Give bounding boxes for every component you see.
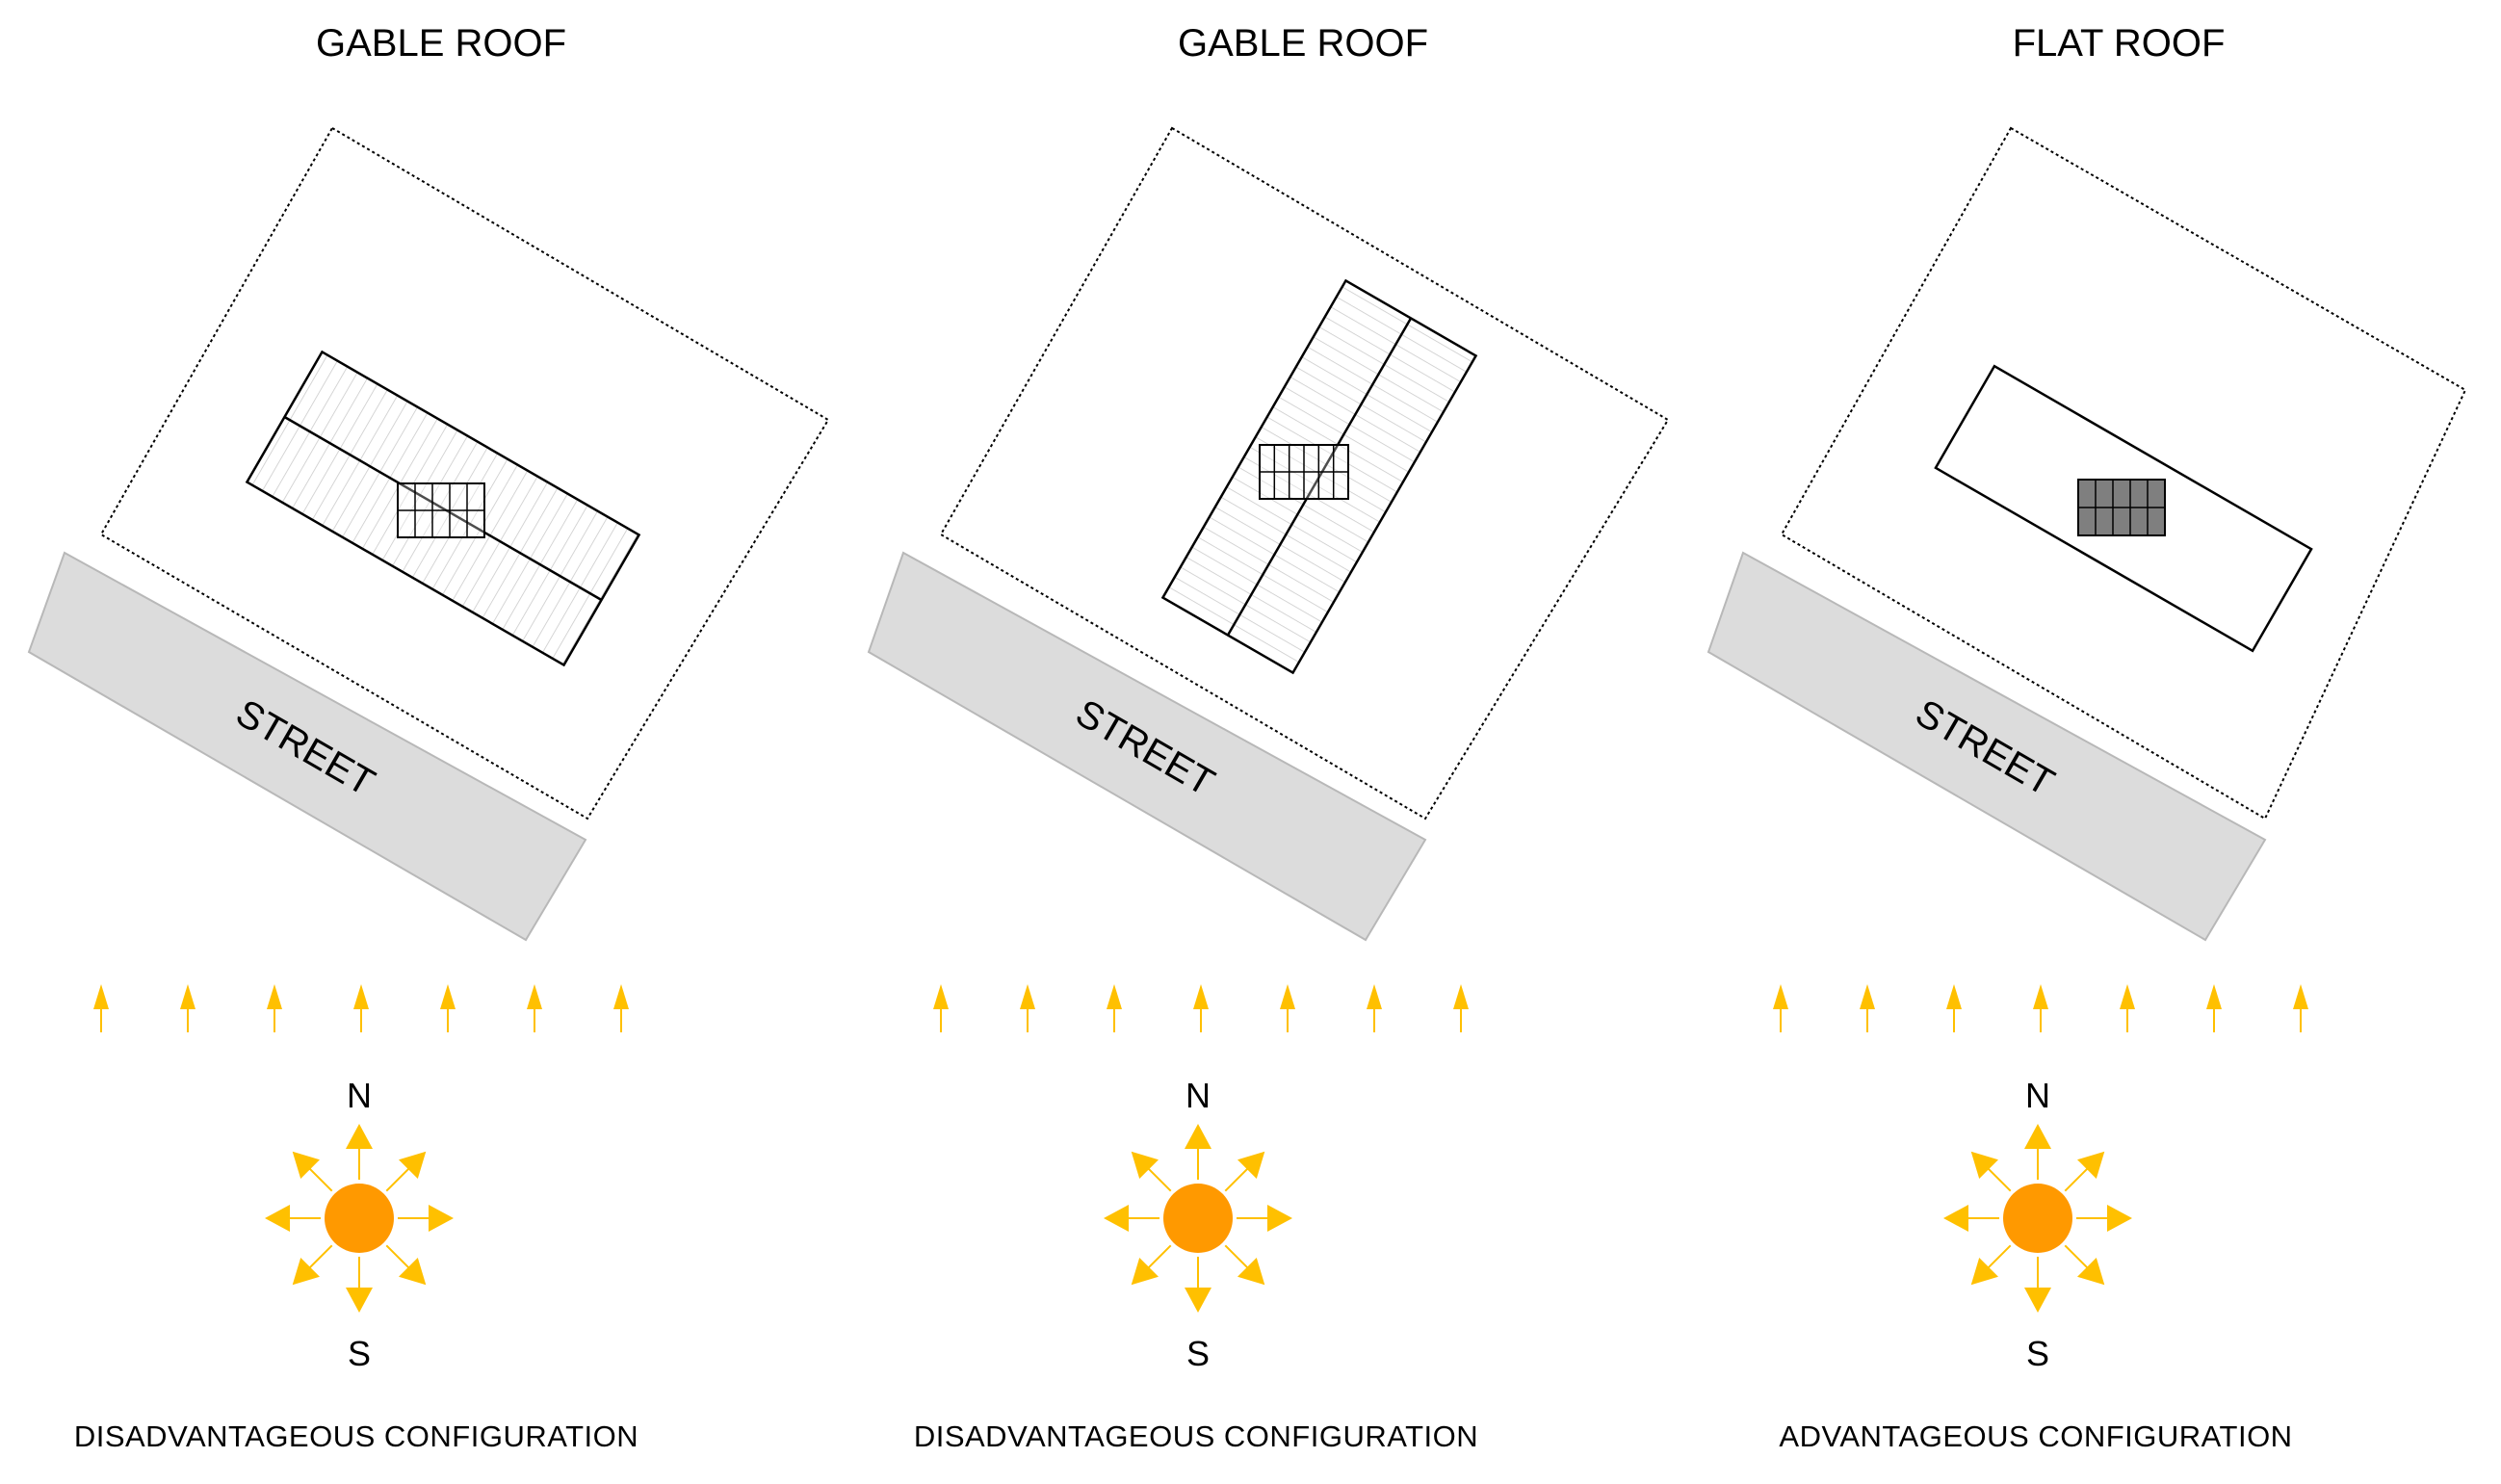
building bbox=[245, 350, 641, 667]
sunlight-arrow-icon bbox=[2206, 984, 2222, 1032]
sunlight-arrow-icon bbox=[1773, 984, 1788, 1032]
sun-ray-arrowhead bbox=[1970, 1258, 1998, 1286]
sun-ray-arrowhead bbox=[2024, 1288, 2051, 1313]
building bbox=[1934, 364, 2313, 653]
lot-boundary bbox=[99, 126, 830, 820]
roof-slope-west bbox=[1162, 280, 1412, 636]
sunlight-arrows bbox=[933, 984, 1469, 1032]
street bbox=[1706, 551, 2267, 942]
sunlight-arrow-icon bbox=[1280, 984, 1295, 1032]
building bbox=[1160, 278, 1478, 675]
sun-ray-arrowhead bbox=[292, 1258, 320, 1286]
sunlight-arrow-icon bbox=[267, 984, 282, 1032]
roof-slope-east bbox=[1228, 318, 1476, 673]
building-outline bbox=[1934, 364, 2313, 653]
south-label: S bbox=[1186, 1334, 1210, 1373]
configuration-caption: DISADVANTAGEOUS CONFIGURATION bbox=[914, 1419, 1478, 1453]
sunlight-arrow-icon bbox=[93, 984, 109, 1032]
sunlight-arrow-icon bbox=[180, 984, 195, 1032]
solar-panel-array bbox=[1259, 444, 1349, 500]
sun-ray-arrowhead bbox=[265, 1205, 290, 1232]
panel-1: GABLE ROOF STREET N bbox=[27, 22, 830, 1453]
street bbox=[27, 551, 587, 942]
compass: N S bbox=[265, 1076, 454, 1373]
sunlight-arrows bbox=[93, 984, 629, 1032]
sunlight-arrow-icon bbox=[1860, 984, 1875, 1032]
sunlight-arrow-icon bbox=[1367, 984, 1382, 1032]
sun-icon bbox=[1104, 1124, 1292, 1313]
sun-icon bbox=[265, 1124, 454, 1313]
sun-ray-arrowhead bbox=[399, 1258, 427, 1286]
panel-title: FLAT ROOF bbox=[2013, 22, 2226, 65]
site-plan: STREET bbox=[27, 126, 830, 942]
south-label: S bbox=[348, 1334, 371, 1373]
sun-ray-arrowhead bbox=[1104, 1205, 1129, 1232]
solar-panel-array bbox=[397, 482, 485, 538]
site-plan: STREET bbox=[1706, 126, 2467, 942]
sun-ray-arrowhead bbox=[2077, 1151, 2105, 1179]
sun-ray-arrowhead bbox=[2024, 1124, 2051, 1149]
north-label: N bbox=[1185, 1076, 1211, 1115]
north-label: N bbox=[2025, 1076, 2050, 1115]
site-plan: STREET bbox=[867, 126, 1670, 942]
south-label: S bbox=[2026, 1334, 2049, 1373]
lot-boundary bbox=[939, 126, 1670, 820]
sun-ray-arrowhead bbox=[346, 1288, 373, 1313]
sunlight-arrow-icon bbox=[440, 984, 456, 1032]
sun-ray-arrowhead bbox=[429, 1205, 454, 1232]
panel-title: GABLE ROOF bbox=[1178, 22, 1428, 65]
sun-ray-arrowhead bbox=[399, 1151, 427, 1179]
sunlight-arrow-icon bbox=[527, 984, 542, 1032]
sunlight-arrow-icon bbox=[1107, 984, 1122, 1032]
sunlight-arrow-icon bbox=[933, 984, 949, 1032]
sunlight-arrow-icon bbox=[1193, 984, 1209, 1032]
configuration-caption: DISADVANTAGEOUS CONFIGURATION bbox=[74, 1419, 638, 1453]
sun-disc bbox=[1163, 1184, 1233, 1253]
sun-icon bbox=[1943, 1124, 2132, 1313]
sun-ray-arrowhead bbox=[346, 1124, 373, 1149]
sun-ray-arrowhead bbox=[1185, 1124, 1211, 1149]
sunlight-arrow-icon bbox=[2293, 984, 2308, 1032]
sun-ray-arrowhead bbox=[1943, 1205, 1968, 1232]
sunlight-arrow-icon bbox=[1946, 984, 1962, 1032]
sunlight-arrow-icon bbox=[2120, 984, 2135, 1032]
panel-3: FLAT ROOF STREET N S ADVANTAGEOUS CO bbox=[1706, 22, 2467, 1453]
panel-2: GABLE ROOF STREET N bbox=[867, 22, 1670, 1453]
sun-ray-arrowhead bbox=[1237, 1258, 1265, 1286]
sun-disc bbox=[325, 1184, 394, 1253]
roof-slope-south bbox=[247, 416, 602, 665]
sun-ray-arrowhead bbox=[1237, 1151, 1265, 1179]
panel-title: GABLE ROOF bbox=[316, 22, 566, 65]
sun-disc bbox=[2003, 1184, 2072, 1253]
sunlight-arrow-icon bbox=[1453, 984, 1469, 1032]
sunlight-arrow-icon bbox=[353, 984, 369, 1032]
sun-ray-arrowhead bbox=[1131, 1258, 1159, 1286]
roof-slope-north bbox=[284, 351, 639, 600]
sun-ray-arrowhead bbox=[2107, 1205, 2132, 1232]
sunlight-arrows bbox=[1773, 984, 2308, 1032]
sunlight-arrow-icon bbox=[1020, 984, 1035, 1032]
sun-ray-arrowhead bbox=[1970, 1151, 1998, 1179]
compass: N S bbox=[1104, 1076, 1292, 1373]
sun-ray-arrowhead bbox=[292, 1151, 320, 1179]
sunlight-arrow-icon bbox=[2033, 984, 2048, 1032]
compass: N S bbox=[1943, 1076, 2132, 1373]
street bbox=[867, 551, 1427, 942]
solar-panel-array bbox=[2077, 479, 2166, 536]
sunlight-arrow-icon bbox=[613, 984, 629, 1032]
sun-ray-arrowhead bbox=[1131, 1151, 1159, 1179]
configuration-caption: ADVANTAGEOUS CONFIGURATION bbox=[1779, 1419, 2292, 1453]
north-label: N bbox=[347, 1076, 372, 1115]
sun-ray-arrowhead bbox=[1185, 1288, 1211, 1313]
roof-ridge bbox=[283, 415, 603, 602]
sun-ray-arrowhead bbox=[2077, 1258, 2105, 1286]
sun-ray-arrowhead bbox=[1267, 1205, 1292, 1232]
